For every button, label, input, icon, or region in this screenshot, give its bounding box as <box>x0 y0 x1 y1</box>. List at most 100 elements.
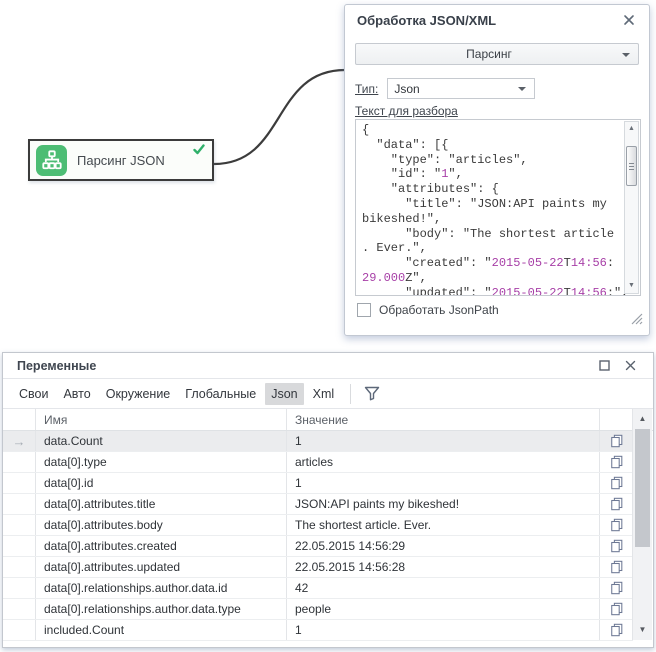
success-check-icon <box>193 142 205 160</box>
json-processing-panel: Обработка JSON/XML Парсинг Тип: Json Тек… <box>344 4 650 336</box>
variable-name: data.Count <box>35 431 286 451</box>
copy-icon[interactable] <box>599 431 633 451</box>
variables-title: Переменные <box>17 358 97 373</box>
panel-title: Обработка JSON/XML <box>357 12 497 28</box>
scroll-up-icon[interactable]: ▲ <box>638 414 647 423</box>
type-row: Тип: Json <box>355 78 536 99</box>
copy-icon[interactable] <box>599 494 633 514</box>
filter-icon[interactable] <box>361 383 383 405</box>
column-header-name[interactable]: Имя <box>35 409 286 430</box>
table-row[interactable]: → data[0].attributes.created 22.05.2015 … <box>3 536 633 557</box>
scroll-down-icon[interactable]: ▼ <box>628 282 635 289</box>
scrollbar-thumb[interactable] <box>626 146 637 186</box>
variable-name: data[0].attributes.title <box>35 494 286 514</box>
table-header: Имя Значение <box>3 409 653 431</box>
copy-icon[interactable] <box>599 620 633 640</box>
sitemap-icon <box>36 144 67 176</box>
variable-name: data[0].relationships.author.data.type <box>35 599 286 619</box>
node-label: Парсинг JSON <box>77 152 165 168</box>
copy-icon[interactable] <box>599 578 633 598</box>
variable-value: The shortest article. Ever. <box>286 515 599 535</box>
type-select[interactable]: Json <box>387 78 536 99</box>
variables-tab[interactable]: Авто <box>63 386 91 401</box>
table-row[interactable]: → data[0].attributes.title JSON:API pain… <box>3 494 633 515</box>
variable-value: 22.05.2015 14:56:28 <box>286 557 599 577</box>
gutter-header <box>3 409 35 430</box>
variables-tab[interactable]: Xml <box>312 386 335 401</box>
variable-name: data[0].attributes.body <box>35 515 286 535</box>
json-source-text: { "data": [{ "type": "articles", "id": "… <box>362 123 629 296</box>
parse-text-label[interactable]: Текст для разбора <box>355 104 458 118</box>
textarea-scrollbar[interactable]: ▲ ▼ <box>624 121 639 294</box>
close-icon[interactable] <box>617 357 643 375</box>
row-gutter: → <box>3 515 35 535</box>
scroll-down-icon[interactable]: ▼ <box>638 625 647 634</box>
variable-value: 1 <box>286 473 599 493</box>
variable-value: 22.05.2015 14:56:29 <box>286 536 599 556</box>
row-gutter: → <box>3 494 35 514</box>
variable-name: data[0].type <box>35 452 286 472</box>
variable-name: data[0].id <box>35 473 286 493</box>
table-row[interactable]: → data[0].type articles <box>3 452 633 473</box>
variables-tab[interactable]: Окружение <box>105 386 171 401</box>
variables-tab[interactable]: Свои <box>19 386 49 401</box>
tabs-divider <box>350 383 352 404</box>
variable-name: data[0].relationships.author.data.id <box>35 578 286 598</box>
jsonpath-checkbox-label: Обработать JsonPath <box>379 303 499 317</box>
variable-name: included.Count <box>35 620 286 640</box>
maximize-icon[interactable] <box>591 357 617 375</box>
table-body: → data.Count 1 → data[0].type articles <box>3 409 653 641</box>
row-gutter: → <box>3 599 35 619</box>
panel-titlebar: Обработка JSON/XML <box>345 5 649 35</box>
copy-icon[interactable] <box>599 536 633 556</box>
copy-icon[interactable] <box>599 599 633 619</box>
table-row[interactable]: → data[0].relationships.author.data.type… <box>3 599 633 620</box>
variables-titlebar: Переменные <box>3 353 653 379</box>
action-select-value: Парсинг <box>466 47 512 61</box>
close-icon[interactable] <box>623 13 637 27</box>
table-scrollbar[interactable]: ▲ ▼ <box>632 409 652 640</box>
scrollbar-thumb[interactable] <box>635 429 650 547</box>
variables-panel: Переменные Свои Авто Окружение Глобальные Js… <box>2 352 654 648</box>
table-row[interactable]: → data[0].relationships.author.data.id 4… <box>3 578 633 599</box>
variables-tab[interactable]: Json <box>265 382 304 405</box>
row-gutter: → <box>3 620 35 640</box>
row-gutter: → <box>3 452 35 472</box>
copy-icon[interactable] <box>599 452 633 472</box>
action-select[interactable]: Парсинг <box>355 43 639 65</box>
variables-tab[interactable]: Глобальные <box>185 386 257 401</box>
variable-value: 1 <box>286 620 599 640</box>
table-row[interactable]: → data.Count 1 <box>3 431 633 452</box>
row-gutter: → <box>3 431 35 451</box>
table-row[interactable]: → data[0].id 1 <box>3 473 633 494</box>
copy-icon[interactable] <box>599 557 633 577</box>
current-row-arrow-icon: → <box>12 433 26 449</box>
row-gutter: → <box>3 557 35 577</box>
column-header-value[interactable]: Значение <box>286 409 599 430</box>
row-gutter: → <box>3 473 35 493</box>
table-row[interactable]: → data[0].attributes.updated 22.05.2015 … <box>3 557 633 578</box>
variable-value: 1 <box>286 431 599 451</box>
table-row[interactable]: → included.Count 1 <box>3 620 633 641</box>
variable-value: 42 <box>286 578 599 598</box>
variable-value: people <box>286 599 599 619</box>
resize-grip-icon[interactable] <box>631 312 643 330</box>
variables-tabs: Свои Авто Окружение Глобальные Json Xml <box>3 379 653 409</box>
jsonpath-checkbox-row: Обработать JsonPath <box>357 303 499 317</box>
table-row[interactable]: → data[0].attributes.body The shortest a… <box>3 515 633 536</box>
copy-icon[interactable] <box>599 515 633 535</box>
variable-value: articles <box>286 452 599 472</box>
variable-name: data[0].attributes.updated <box>35 557 286 577</box>
scroll-up-icon[interactable]: ▲ <box>628 125 635 132</box>
node-parsing-json[interactable]: Парсинг JSON <box>28 139 214 181</box>
chevron-down-icon <box>518 87 527 95</box>
type-label[interactable]: Тип: <box>355 81 379 96</box>
row-gutter: → <box>3 578 35 598</box>
copy-column-header <box>599 409 633 430</box>
json-source-textarea[interactable]: { "data": [{ "type": "articles", "id": "… <box>355 119 641 296</box>
copy-icon[interactable] <box>599 473 633 493</box>
jsonpath-checkbox[interactable] <box>357 303 371 317</box>
variable-value: JSON:API paints my bikeshed! <box>286 494 599 514</box>
chevron-down-icon <box>622 52 630 61</box>
